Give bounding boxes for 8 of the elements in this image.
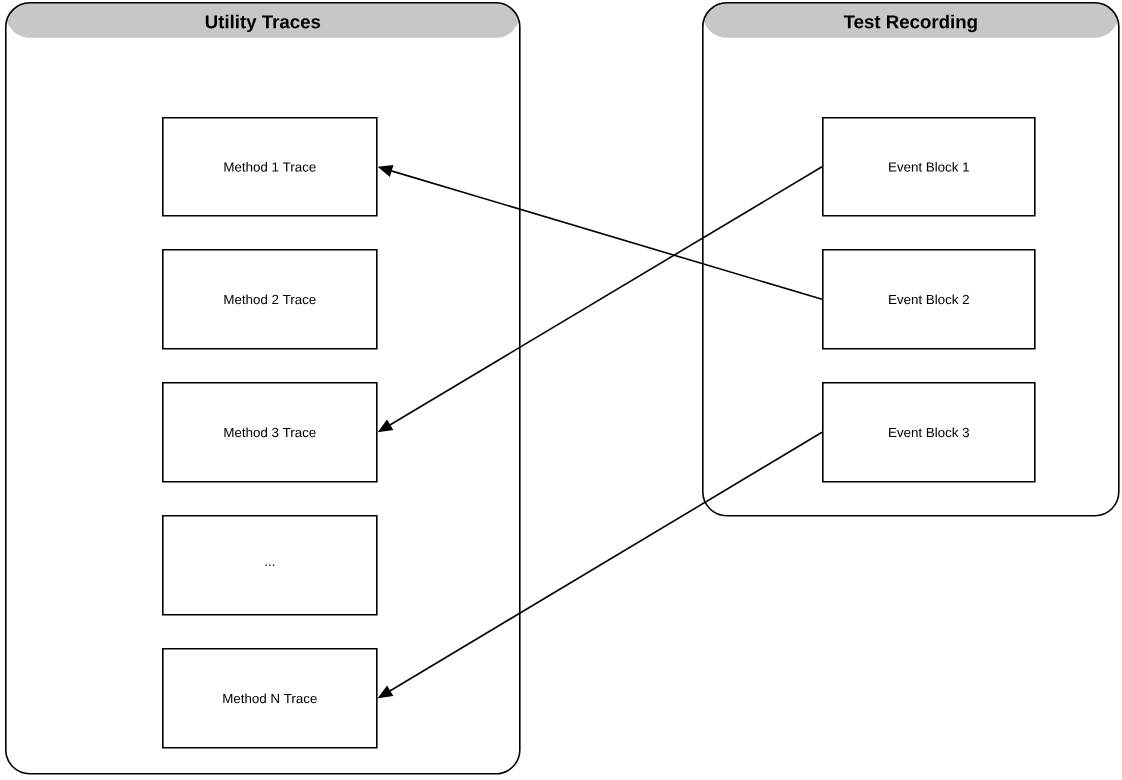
process-box: Event Block 1: [822, 117, 1036, 217]
process-box: Event Block 3: [822, 382, 1036, 483]
process-box: Event Block 2: [822, 249, 1036, 350]
process-box: Method N Trace: [162, 648, 378, 749]
process-box: Method 3 Trace: [162, 382, 378, 483]
process-box: Method 1 Trace: [162, 117, 378, 217]
process-box: ...: [162, 515, 378, 616]
process-box: Method 2 Trace: [162, 249, 378, 350]
